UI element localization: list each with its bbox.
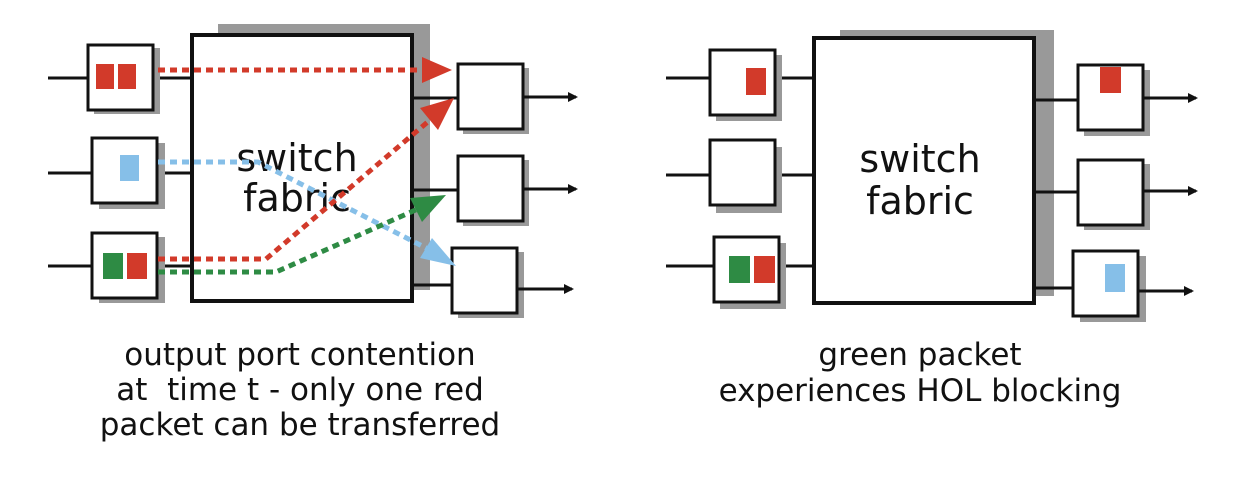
flow-red-input3-to-output1 xyxy=(158,118,432,262)
right-output-port-3 xyxy=(1071,249,1140,318)
left-caption: output port contention at time t - only … xyxy=(100,337,501,443)
flow-green-arrowhead xyxy=(410,195,446,222)
left-output-ports xyxy=(412,62,578,318)
left-input-1-packet-red xyxy=(96,64,114,89)
right-input-1-packet-red xyxy=(746,68,766,95)
right-fabric-box xyxy=(812,36,1036,305)
flow-blue-input2-to-output3 xyxy=(158,159,432,253)
right-output-ports xyxy=(1034,63,1198,322)
right-output-1-packet-red xyxy=(1100,67,1121,93)
left-output-port-3 xyxy=(450,246,519,315)
flow-blue-arrowhead xyxy=(420,238,456,266)
left-flows xyxy=(158,57,456,275)
left-caption-line2: at time t - only one red xyxy=(116,372,484,408)
left-input-ports xyxy=(48,43,192,303)
right-input-3-packet-green xyxy=(729,256,750,283)
right-caption: green packet experiences HOL blocking xyxy=(719,337,1122,409)
left-fabric-label-line1: switch xyxy=(236,136,357,180)
left-diagram: switch fabric xyxy=(48,24,578,443)
left-output-port-2 xyxy=(456,154,525,223)
right-output-port-2 xyxy=(1076,158,1145,227)
left-input-2-packet-blue xyxy=(120,155,139,181)
left-input-1-packet-red xyxy=(118,64,136,89)
flow-red-arrowhead-2 xyxy=(420,98,454,130)
right-fabric-label-line1: switch xyxy=(859,137,980,181)
right-input-3-packet-red xyxy=(754,256,775,283)
left-input-3-packet-green xyxy=(103,253,123,279)
right-switch-fabric: switch fabric xyxy=(812,30,1054,305)
right-input-ports xyxy=(666,48,814,309)
flow-green-input3-to-output2 xyxy=(158,205,422,275)
left-output-port-1 xyxy=(456,62,525,131)
left-switch-fabric: switch fabric xyxy=(190,24,430,303)
left-caption-line1: output port contention xyxy=(124,337,475,373)
right-input-port-2 xyxy=(708,138,777,207)
right-caption-line2: experiences HOL blocking xyxy=(719,373,1122,409)
right-caption-line1: green packet xyxy=(818,337,1021,373)
right-fabric-label-line2: fabric xyxy=(866,179,974,223)
left-caption-line3: packet can be transferred xyxy=(100,407,501,443)
left-fabric-box xyxy=(190,33,414,303)
right-diagram: switch fabric xyxy=(666,30,1198,409)
left-input-3-packet-red xyxy=(127,253,147,279)
left-input-port-3 xyxy=(90,231,159,300)
flow-red-arrowhead-1 xyxy=(422,57,452,83)
right-output-3-packet-blue xyxy=(1105,264,1125,292)
